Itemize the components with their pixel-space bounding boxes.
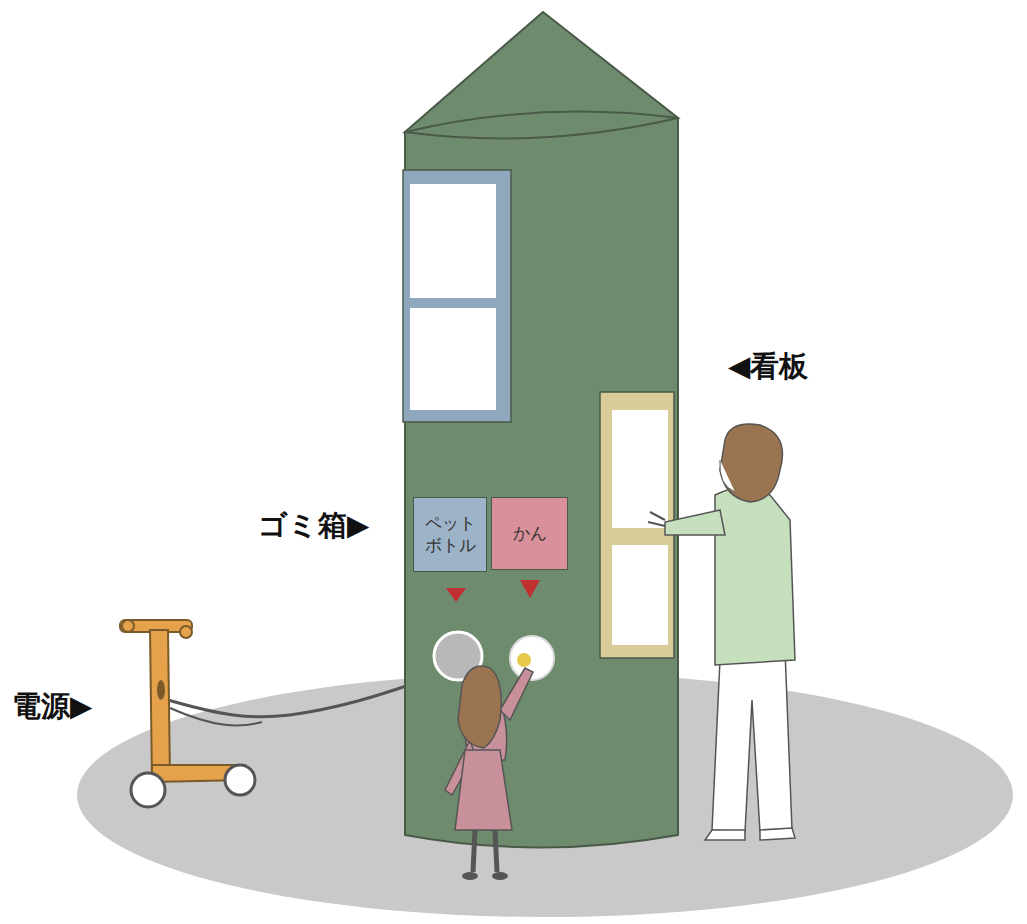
bin-label-text: ペット ボトル — [418, 513, 482, 556]
power-cable — [168, 684, 412, 717]
power-scooter — [120, 620, 255, 807]
tower — [403, 12, 678, 848]
bin-label-text: かん — [513, 523, 547, 544]
girl-figure — [445, 666, 533, 880]
bin-label-can: かん — [491, 497, 568, 570]
callout-label: 電源▶ — [12, 687, 92, 727]
callout-label: ◀看板 — [728, 347, 808, 387]
callout-label: ゴミ箱▶ — [258, 506, 369, 546]
bin-label-pet: ペット ボトル — [413, 497, 487, 572]
man-figure — [648, 424, 795, 840]
power-cable — [170, 708, 262, 725]
